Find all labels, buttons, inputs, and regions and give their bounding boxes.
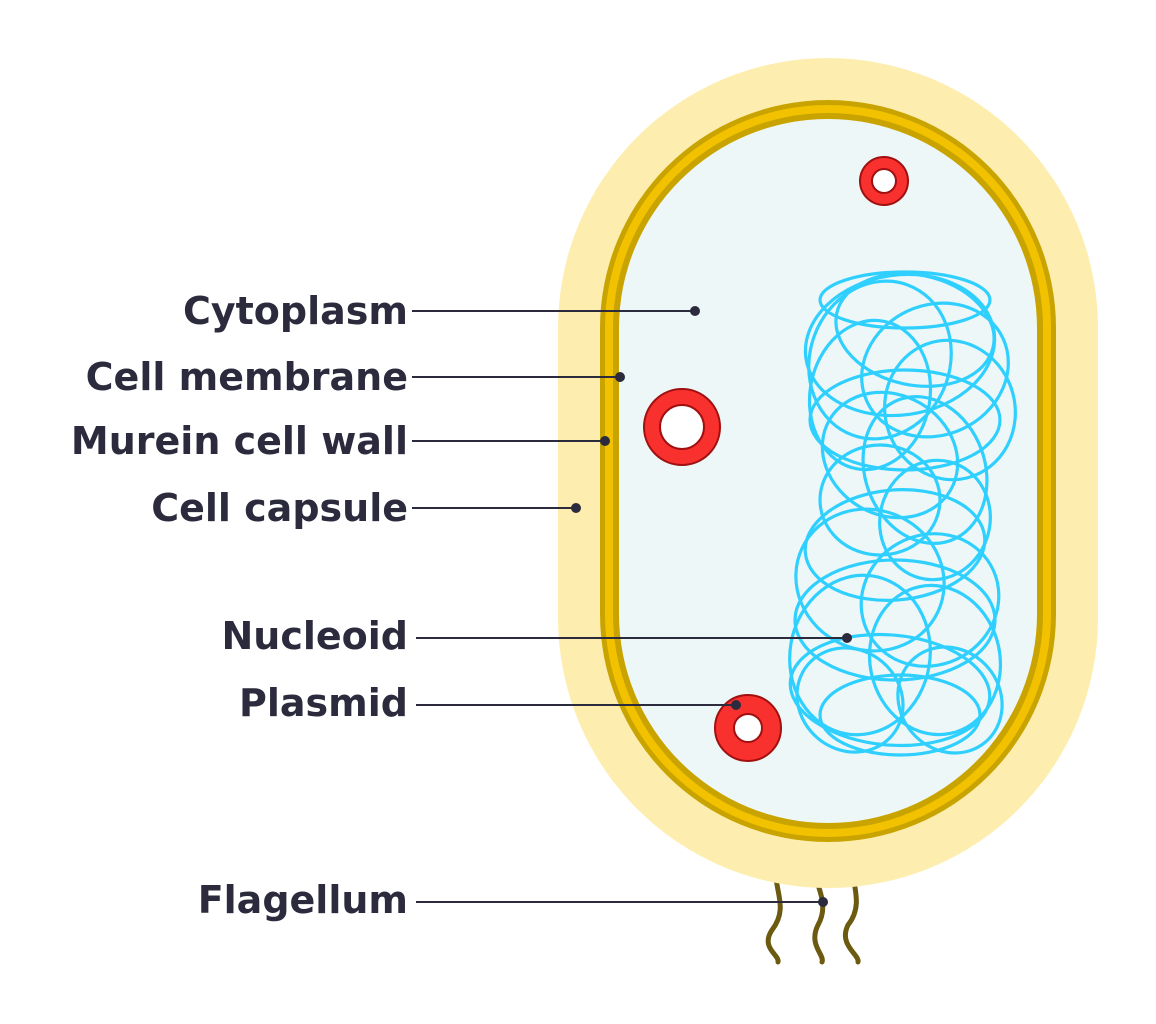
nucleoid <box>788 270 1017 757</box>
leader-murein-cell-wall <box>412 436 610 446</box>
label-nucleoid: Nucleoid <box>221 614 408 658</box>
label-cell-capsule: Cell capsule <box>151 486 408 530</box>
leader-lines <box>412 306 852 907</box>
leader-nucleoid <box>416 633 852 643</box>
label-plasmid: Plasmid <box>239 681 408 725</box>
plasmid-top <box>859 156 909 206</box>
label-cell-membrane: Cell membrane <box>85 355 408 399</box>
leader-plasmid <box>416 700 741 710</box>
plasmid-left <box>643 388 721 466</box>
leader-cytoplasm <box>412 306 700 316</box>
label-flagellum: Flagellum <box>197 878 408 922</box>
label-murein-cell-wall: Murein cell wall <box>70 419 408 463</box>
plasmid-bottom <box>714 694 782 762</box>
leader-flagellum <box>416 897 828 907</box>
plasmids <box>643 156 909 762</box>
leader-cell-membrane <box>412 372 625 382</box>
label-cytoplasm: Cytoplasm <box>182 289 408 333</box>
leader-cell-capsule <box>412 503 581 513</box>
